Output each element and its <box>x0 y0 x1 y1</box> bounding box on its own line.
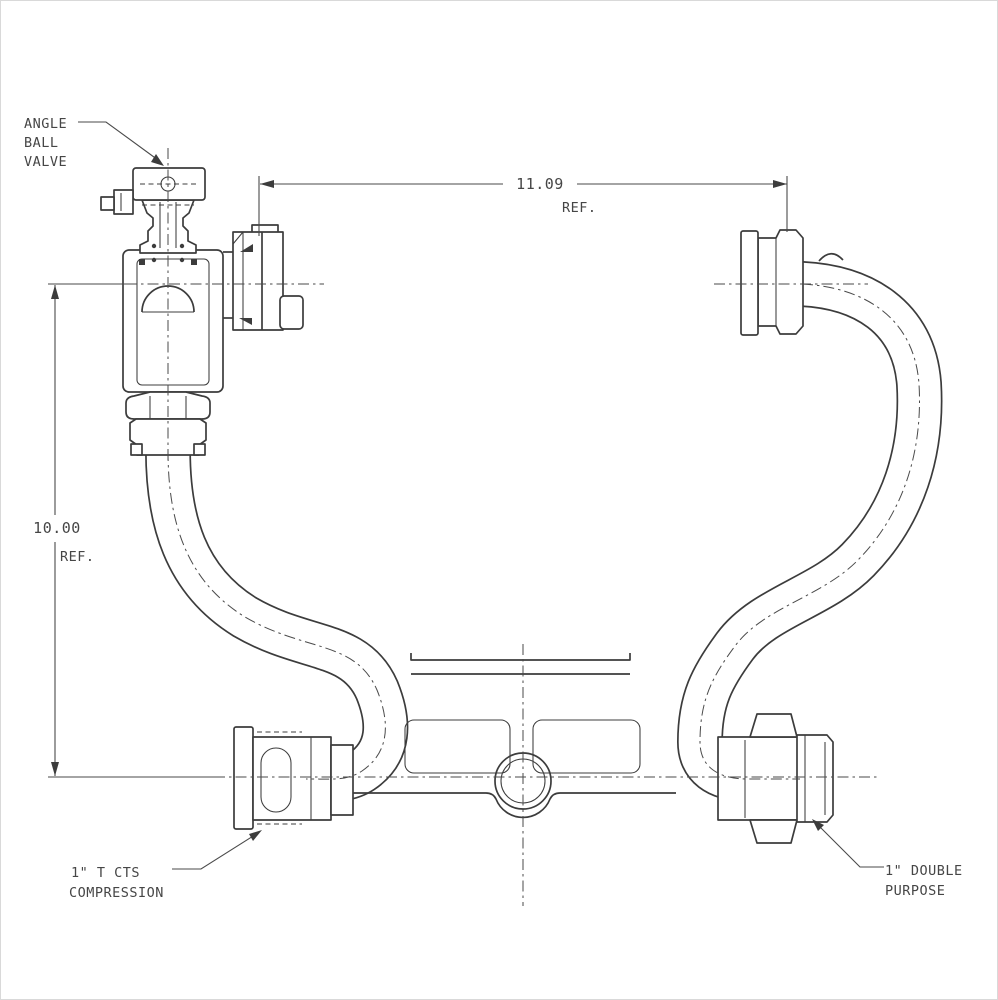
leader-arrow-valve <box>151 154 164 166</box>
dim-arrow-top <box>51 285 59 299</box>
dim-width-value: 11.09 <box>516 175 564 193</box>
valve-body <box>122 249 224 393</box>
dimension-width: 11.09 REF. <box>258 175 788 236</box>
inlet-compression-fitting <box>233 726 354 830</box>
meter-swivel-nut-right <box>740 229 804 336</box>
dim-height-value: 10.00 <box>33 519 81 537</box>
yoke-slot-right <box>532 719 641 774</box>
compression-slot <box>260 747 292 813</box>
valve-label-line1: ANGLE <box>24 116 67 132</box>
callout-inlet: 1" T CTS COMPRESSION <box>69 830 262 901</box>
casting-bump <box>818 252 844 262</box>
dp-top-lug <box>749 713 798 738</box>
valve-chamber <box>136 258 210 386</box>
valve-assembly <box>100 167 304 456</box>
dimension-height: 10.00 REF. <box>33 283 214 778</box>
valve-inlet-washer <box>125 391 211 420</box>
dim-arrow-right <box>773 180 787 188</box>
dim-width-ref: REF. <box>562 200 597 216</box>
valve-label-line3: VALVE <box>24 154 67 170</box>
valve-lock-wing <box>113 189 134 215</box>
outlet-label-line2: PURPOSE <box>885 883 945 899</box>
dp-bottom-lug <box>749 819 798 844</box>
compression-flange <box>233 726 254 830</box>
dim-arrow-bottom <box>51 762 59 776</box>
leader-arrow-inlet <box>249 830 262 841</box>
centerlines <box>126 148 920 906</box>
inlet-label-line1: 1" T CTS <box>71 865 140 881</box>
valve-bonnet <box>139 199 197 254</box>
compression-collar <box>330 744 354 816</box>
dim-arrow-left <box>260 180 274 188</box>
compression-nut-body <box>252 736 332 821</box>
leader-arrow-outlet <box>812 819 824 831</box>
dp-male-end <box>796 734 834 823</box>
valve-label-line2: BALL <box>24 135 59 151</box>
outlet-double-purpose-fitting <box>717 713 834 844</box>
dim-height-ref: REF. <box>60 549 95 565</box>
yoke-slot-left <box>404 719 511 774</box>
callout-valve: ANGLE BALL VALVE <box>24 116 164 170</box>
inlet-label-line2: COMPRESSION <box>69 885 164 901</box>
outlet-label-line1: 1" DOUBLE <box>885 863 963 879</box>
meter-swivel-nut-left <box>232 224 304 331</box>
right-riser-pipe <box>676 252 943 802</box>
callout-outlet: 1" DOUBLE PURPOSE <box>812 819 963 899</box>
left-riser-pipe <box>145 449 409 803</box>
